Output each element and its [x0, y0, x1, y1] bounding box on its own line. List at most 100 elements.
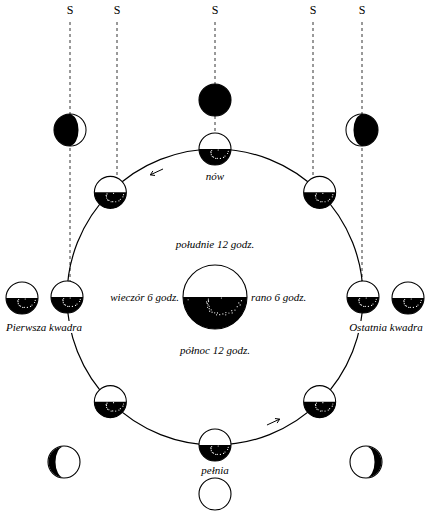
- earth-night-half: [183, 297, 247, 329]
- orbit-moon: [199, 133, 231, 165]
- speckle: [207, 307, 208, 308]
- sun-ray: [117, 22, 118, 176]
- speckle: [210, 447, 211, 448]
- speckle: [107, 199, 108, 200]
- orbit-moon: [94, 386, 126, 418]
- speckle: [34, 302, 35, 303]
- sun-symbol: S: [113, 4, 122, 17]
- seen-moon-disc: [350, 446, 382, 478]
- speckle: [62, 300, 63, 301]
- speckle: [106, 195, 107, 196]
- speckle: [222, 313, 223, 314]
- seen-moon: [346, 114, 378, 146]
- speckle: [106, 405, 107, 406]
- speckle: [316, 403, 317, 404]
- speckle: [212, 452, 213, 453]
- speckle: [17, 300, 18, 301]
- seen-moon-disc: [346, 114, 378, 146]
- speckle: [368, 306, 369, 307]
- speckle: [210, 151, 211, 152]
- speckle: [75, 305, 76, 306]
- speckle: [318, 200, 319, 201]
- seen-moon-disc: [6, 282, 38, 314]
- speckle: [216, 314, 217, 315]
- speckle: [219, 314, 220, 315]
- speckle: [209, 306, 210, 307]
- seen-moon: [199, 478, 231, 510]
- speckle: [328, 200, 329, 201]
- orbit-moon-disc: [199, 429, 231, 461]
- speckle: [329, 199, 330, 200]
- speckle: [209, 311, 210, 312]
- speckle: [376, 299, 377, 300]
- speckle: [228, 151, 229, 152]
- speckle: [417, 304, 418, 305]
- orbit-moon-night-half: [94, 192, 126, 208]
- speckle: [321, 410, 322, 411]
- speckle: [208, 300, 209, 301]
- speckle: [217, 158, 218, 159]
- speckle: [106, 404, 107, 405]
- speckle: [366, 297, 367, 298]
- speckle: [410, 307, 411, 308]
- speckle: [358, 299, 359, 300]
- speckle: [63, 298, 64, 299]
- speckle: [107, 409, 108, 410]
- speckle: [118, 200, 119, 201]
- speckle: [210, 152, 211, 153]
- speckle: [221, 297, 222, 298]
- seen-moon: [392, 282, 424, 314]
- speckle: [316, 409, 317, 410]
- speckle: [320, 201, 321, 202]
- time-label: północ 12 godz.: [179, 344, 251, 356]
- speckle: [65, 304, 66, 305]
- speckle: [76, 303, 77, 304]
- speckle: [22, 307, 23, 308]
- speckle: [63, 302, 64, 303]
- speckle: [403, 301, 404, 302]
- speckle: [69, 306, 70, 307]
- speckle: [120, 408, 121, 409]
- speckle: [223, 157, 224, 158]
- speckle: [111, 410, 112, 411]
- speckle: [24, 307, 25, 308]
- sun-symbol: S: [211, 4, 220, 17]
- speckle: [227, 153, 228, 154]
- speckle: [411, 298, 412, 299]
- speckle: [123, 403, 124, 404]
- speckle: [316, 199, 317, 200]
- speckle: [209, 308, 210, 309]
- speckle: [225, 312, 226, 313]
- speckle: [211, 150, 212, 151]
- speckle: [31, 304, 32, 305]
- speckle: [111, 201, 112, 202]
- orbit-moon: [94, 176, 126, 208]
- speckle: [118, 410, 119, 411]
- orbit-moon: [304, 176, 336, 208]
- speckle: [416, 306, 417, 307]
- orbit-moon-night-half: [199, 149, 231, 165]
- speckle: [241, 300, 242, 301]
- orbit-moon: [51, 281, 83, 313]
- speckle: [17, 301, 18, 302]
- speckle: [234, 309, 235, 310]
- speckle: [228, 312, 229, 313]
- speckle: [223, 453, 224, 454]
- speckle: [220, 454, 221, 455]
- speckle: [332, 194, 333, 195]
- speckle: [321, 201, 322, 202]
- phase-name: nów: [205, 170, 225, 182]
- orbit-moon: [199, 429, 231, 461]
- speckle: [80, 299, 81, 300]
- speckle: [211, 446, 212, 447]
- speckle: [215, 158, 216, 159]
- sun-symbol: S: [358, 4, 367, 17]
- speckle: [420, 302, 421, 303]
- orbit-moon-night-half: [347, 297, 379, 313]
- speckle: [406, 305, 407, 306]
- speckle: [315, 197, 316, 198]
- speckle: [208, 301, 209, 302]
- orbit-arrow: [150, 169, 163, 175]
- speckle: [19, 305, 20, 306]
